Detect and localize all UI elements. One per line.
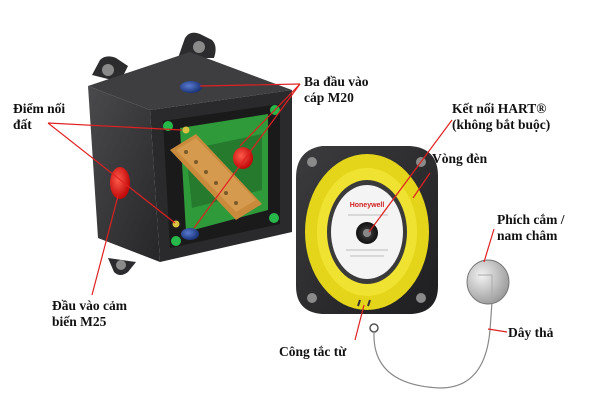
leader-lanyard [487, 328, 508, 333]
front-lid [296, 146, 438, 314]
label-reed-switch: Công tắc từ [279, 344, 346, 360]
leader-ground-1 [47, 122, 183, 131]
label-sensor-entry-line2: biến M25 [52, 314, 107, 329]
lanyard-assembly [369, 301, 493, 389]
leader-hart [368, 119, 453, 233]
label-plug-magnet-line1: Phích cắm / [497, 212, 565, 227]
label-ground-point-line1: Điểm nối [13, 101, 66, 116]
label-light-ring-line1: Vòng đèn [432, 151, 488, 166]
plug-magnet [466, 259, 510, 305]
label-hart-line2: (không bắt buộc) [452, 117, 551, 132]
label-ground-point: Điểm nối đất [13, 101, 65, 133]
leader-m20-1 [199, 83, 301, 87]
label-hart: Kết nối HART® (không bắt buộc) [452, 101, 550, 133]
label-ground-point-line2: đất [13, 117, 32, 132]
leader-lines [47, 83, 508, 341]
label-reed-switch-line1: Công tắc từ [279, 344, 347, 359]
label-light-ring: Vòng đèn [432, 151, 487, 167]
label-sensor-entry: Đầu vào cảm biến M25 [52, 298, 127, 330]
label-plug-magnet-line2: nam châm [497, 228, 558, 243]
leader-reed [354, 304, 365, 341]
leader-sensor [91, 195, 119, 296]
label-hart-line1: Kết nối HART® [452, 101, 547, 116]
label-lanyard: Dây thả [508, 325, 553, 341]
label-sensor-entry-line1: Đầu vào cảm [52, 298, 127, 313]
enclosure-housing [88, 32, 292, 275]
leader-plug [483, 228, 495, 263]
leader-m20-2 [239, 83, 301, 147]
brand-logo: Honeywell [350, 202, 385, 209]
label-m20-entries-line2: cáp M20 [304, 90, 354, 105]
leader-ground-2 [47, 122, 176, 224]
leader-light-ring [412, 172, 431, 199]
label-m20-entries: Ba đầu vào cáp M20 [304, 74, 369, 106]
leader-m20-3 [193, 83, 301, 229]
label-lanyard-line1: Dây thả [508, 325, 554, 340]
label-plug-magnet: Phích cắm / nam châm [497, 212, 565, 244]
label-m20-entries-line1: Ba đầu vào [304, 74, 369, 89]
